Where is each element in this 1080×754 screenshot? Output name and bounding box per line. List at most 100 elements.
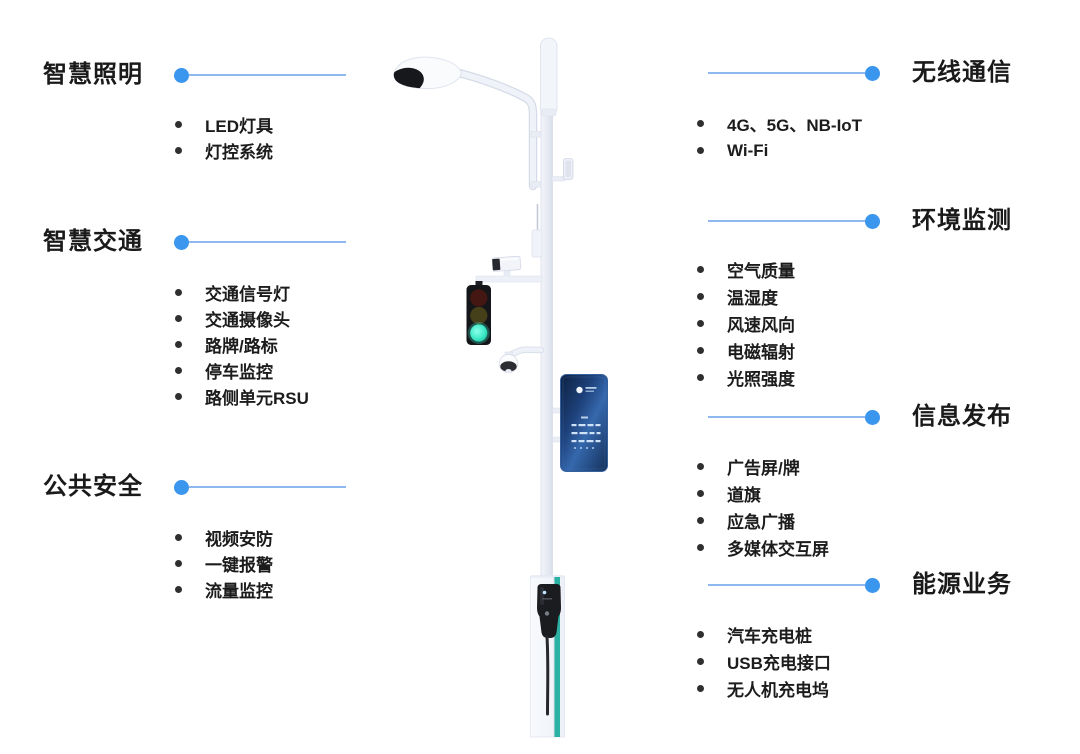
feature-label: 多媒体交互屏 xyxy=(727,540,829,559)
feature-label: 汽车充电桩 xyxy=(727,627,812,646)
feature-label: 路牌/路标 xyxy=(205,336,278,356)
feature-item: 光照强度 xyxy=(697,364,795,391)
feature-item: 多媒体交互屏 xyxy=(697,534,829,561)
information-screen-icon xyxy=(552,374,608,472)
connector-line xyxy=(189,486,346,488)
feature-item: 一键报警 xyxy=(175,550,273,576)
feature-label: 空气质量 xyxy=(727,262,795,281)
feature-item: LED灯具 xyxy=(175,111,273,137)
feature-label: 广告屏/牌 xyxy=(727,459,800,478)
connector-line xyxy=(708,584,865,586)
feature-label: 路侧单元RSU xyxy=(205,388,309,408)
feature-label: 风速风向 xyxy=(727,316,795,335)
feature-label: 应急广播 xyxy=(727,513,795,532)
charging-gun-icon xyxy=(537,584,561,638)
section-title: 能源业务 xyxy=(912,571,1012,598)
section-title: 智慧照明 xyxy=(43,61,143,88)
feature-list: LED灯具 灯控系统 xyxy=(175,111,273,163)
accent-dot-icon xyxy=(865,577,880,593)
feature-item: 风速风向 xyxy=(697,310,795,337)
pole-shaft xyxy=(540,107,553,581)
accent-dot-icon xyxy=(865,213,880,229)
feature-label: 灯控系统 xyxy=(205,142,273,162)
feature-label: 流量监控 xyxy=(205,581,273,601)
accent-dot-icon xyxy=(174,67,189,83)
bullet-icon xyxy=(697,463,704,470)
bullet-icon xyxy=(697,490,704,497)
bullet-icon xyxy=(697,293,704,300)
connector xyxy=(174,234,346,250)
ev-charging-pile-icon xyxy=(530,575,565,738)
side-sensor-icon xyxy=(551,158,574,182)
accent-dot-icon xyxy=(865,65,880,81)
section-wireless-communication: 无线通信 4G、5G、NB-IoT Wi-Fi xyxy=(697,58,1042,178)
bullet-icon xyxy=(697,685,704,692)
bullet-icon xyxy=(697,347,704,354)
bullet-icon xyxy=(697,631,704,638)
feature-item: 路牌/路标 xyxy=(175,331,309,357)
feature-item: 道旗 xyxy=(697,480,829,507)
section-information-publishing: 信息发布 广告屏/牌 道旗 应急广播 多媒体交互屏 xyxy=(697,402,1042,567)
accent-dot-icon xyxy=(865,409,880,425)
charging-pile-stripe xyxy=(554,577,560,737)
bullet-icon xyxy=(697,658,704,665)
section-public-safety: 公共安全 视频安防 一键报警 流量监控 xyxy=(43,472,388,622)
section-title: 无线通信 xyxy=(912,59,1012,86)
feature-label: 4G、5G、NB-IoT xyxy=(727,116,863,135)
section-title: 环境监测 xyxy=(912,207,1012,234)
section-title: 信息发布 xyxy=(912,403,1012,430)
connector xyxy=(174,479,346,495)
section-title: 智慧交通 xyxy=(43,228,143,255)
feature-label: Wi-Fi xyxy=(727,140,769,160)
feature-label: USB充电接口 xyxy=(727,654,831,673)
traffic-light-icon xyxy=(466,281,491,345)
bullet-icon xyxy=(175,392,182,400)
section-smart-traffic: 智慧交通 交通信号灯 交通摄像头 路牌/路标 停车监控 路侧单元RSU xyxy=(43,227,388,417)
feature-label: 道旗 xyxy=(727,486,761,505)
bullet-icon xyxy=(175,366,182,374)
feature-list: 4G、5G、NB-IoT Wi-Fi xyxy=(697,110,862,164)
bullet-icon xyxy=(697,544,704,551)
connector xyxy=(708,577,880,593)
5g-antenna-icon xyxy=(540,37,558,117)
feature-item: 交通摄像头 xyxy=(175,305,309,331)
feature-item: 4G、5G、NB-IoT xyxy=(697,110,862,137)
section-environment-monitoring: 环境监测 空气质量 温湿度 风速风向 电磁辐射 光照强度 xyxy=(697,206,1042,396)
bullet-icon xyxy=(697,320,704,327)
bullet-icon xyxy=(697,120,704,127)
connector-line xyxy=(708,220,865,222)
feature-item: 空气质量 xyxy=(697,256,795,283)
section-title: 公共安全 xyxy=(43,473,143,500)
feature-item: 温湿度 xyxy=(697,283,795,310)
feature-item: 应急广播 xyxy=(697,507,829,534)
feature-label: 无人机充电坞 xyxy=(727,681,829,700)
feature-item: 无人机充电坞 xyxy=(697,675,831,702)
feature-list: 汽车充电桩 USB充电接口 无人机充电坞 xyxy=(697,621,831,702)
feature-label: 光照强度 xyxy=(727,370,795,389)
bullet-icon xyxy=(697,374,704,381)
feature-label: 停车监控 xyxy=(205,362,273,382)
feature-label: 一键报警 xyxy=(205,555,273,575)
bullet-icon xyxy=(697,266,704,273)
connector xyxy=(708,409,880,425)
connector-line xyxy=(189,241,346,243)
bullet-icon xyxy=(175,585,182,593)
lamp-arm xyxy=(442,65,548,191)
feature-list: 广告屏/牌 道旗 应急广播 多媒体交互屏 xyxy=(697,453,829,561)
connector xyxy=(174,67,346,83)
bullet-icon xyxy=(175,314,182,322)
feature-item: 视频安防 xyxy=(175,524,273,550)
bullet-icon xyxy=(175,146,182,154)
accent-dot-icon xyxy=(174,234,189,250)
feature-label: 交通摄像头 xyxy=(205,310,290,330)
feature-list: 视频安防 一键报警 流量监控 xyxy=(175,524,273,602)
connector-line xyxy=(708,416,865,418)
bullet-icon xyxy=(175,559,182,567)
bullet-icon xyxy=(175,120,182,128)
feature-label: LED灯具 xyxy=(205,116,273,136)
led-street-light-icon xyxy=(393,56,463,90)
feature-item: 交通信号灯 xyxy=(175,279,309,305)
connector-line xyxy=(189,74,346,76)
